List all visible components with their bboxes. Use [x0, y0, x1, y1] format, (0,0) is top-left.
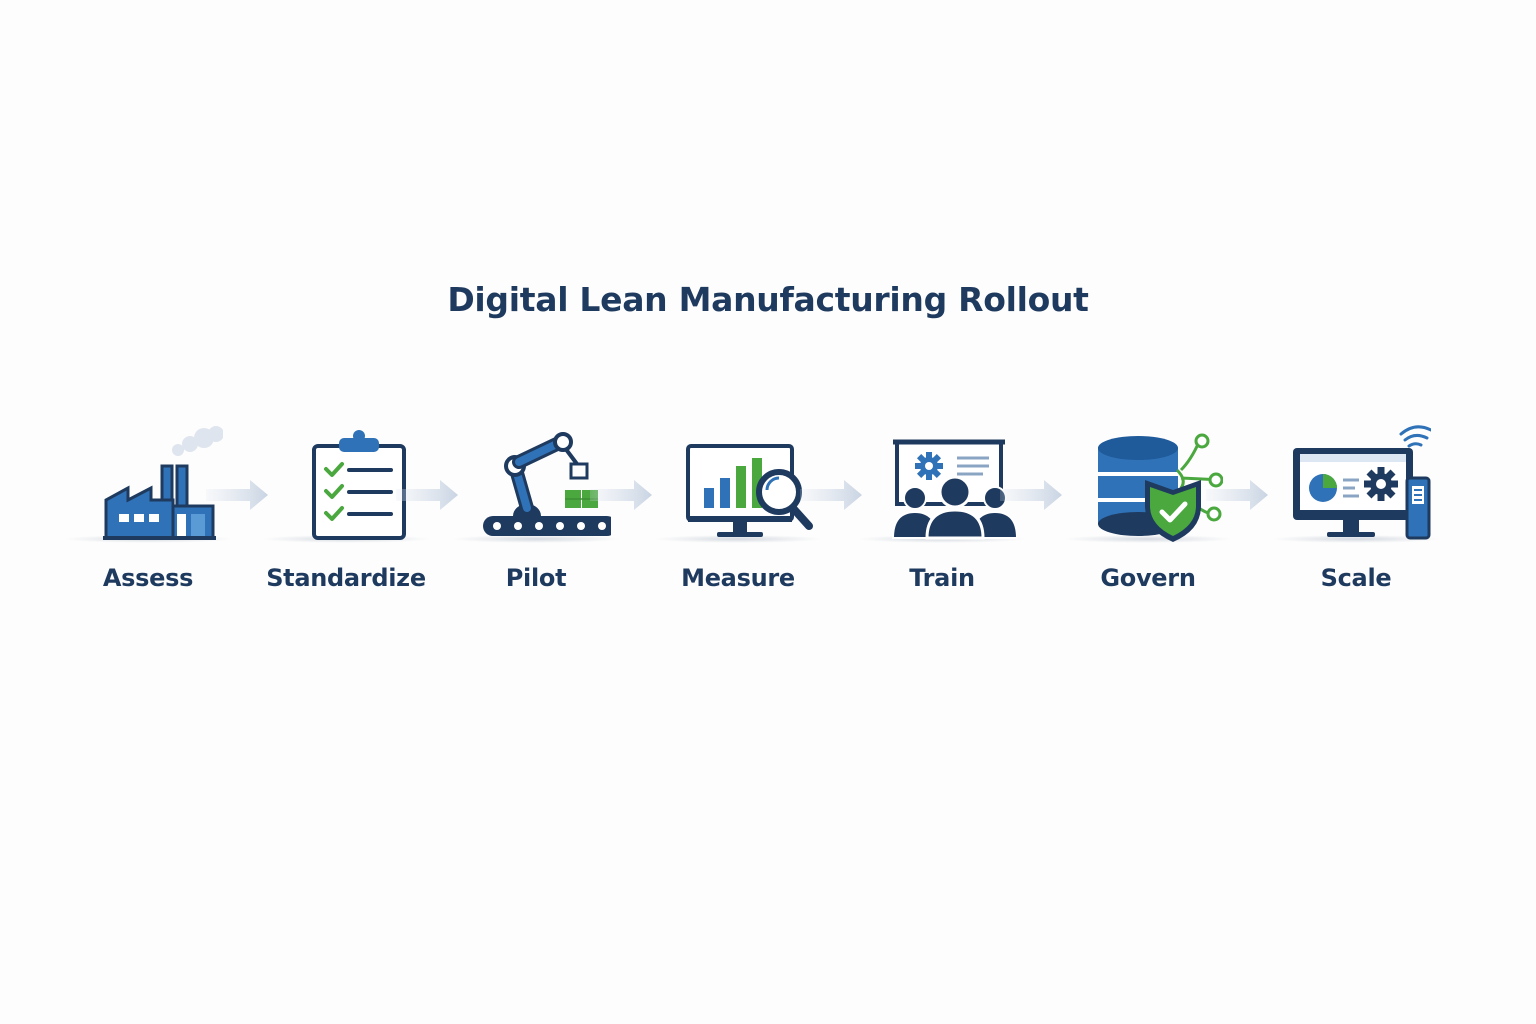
- robotic-arm-conveyor-icon: [483, 432, 611, 536]
- connected-devices-icon: [1293, 425, 1431, 540]
- step-label: Govern: [1100, 564, 1196, 592]
- arrow-icon: [1206, 480, 1268, 510]
- arrow-icon: [396, 480, 458, 510]
- arrow-icon: [590, 480, 652, 510]
- step-assess: Assess: [58, 420, 238, 610]
- arrow-icon: [206, 480, 268, 510]
- arrow-icon: [1000, 480, 1062, 510]
- step-label: Assess: [102, 564, 194, 592]
- step-scale: Scale: [1266, 420, 1446, 610]
- step-govern: Govern: [1058, 420, 1238, 610]
- team-presentation-icon: [891, 439, 1017, 540]
- step-shadow: [1063, 535, 1233, 543]
- step-label: Pilot: [505, 564, 567, 592]
- database-shield-icon: [1098, 433, 1223, 542]
- step-shadow: [1271, 535, 1441, 543]
- step-standardize: Standardize: [256, 420, 436, 610]
- diagram-title: Digital Lean Manufacturing Rollout: [447, 280, 1089, 319]
- step-shadow: [653, 535, 823, 543]
- arrow-icon: [800, 480, 862, 510]
- step-label: Measure: [681, 564, 795, 592]
- step-pilot: Pilot: [446, 420, 626, 610]
- step-label: Train: [909, 564, 975, 592]
- step-shadow: [451, 535, 621, 543]
- step-label: Scale: [1320, 564, 1392, 592]
- factory-icon: [103, 426, 223, 540]
- step-label: Standardize: [266, 564, 426, 592]
- step-train: Train: [852, 420, 1032, 610]
- step-measure: Measure: [648, 420, 828, 610]
- monitor-chart-magnifier-icon: [686, 444, 813, 537]
